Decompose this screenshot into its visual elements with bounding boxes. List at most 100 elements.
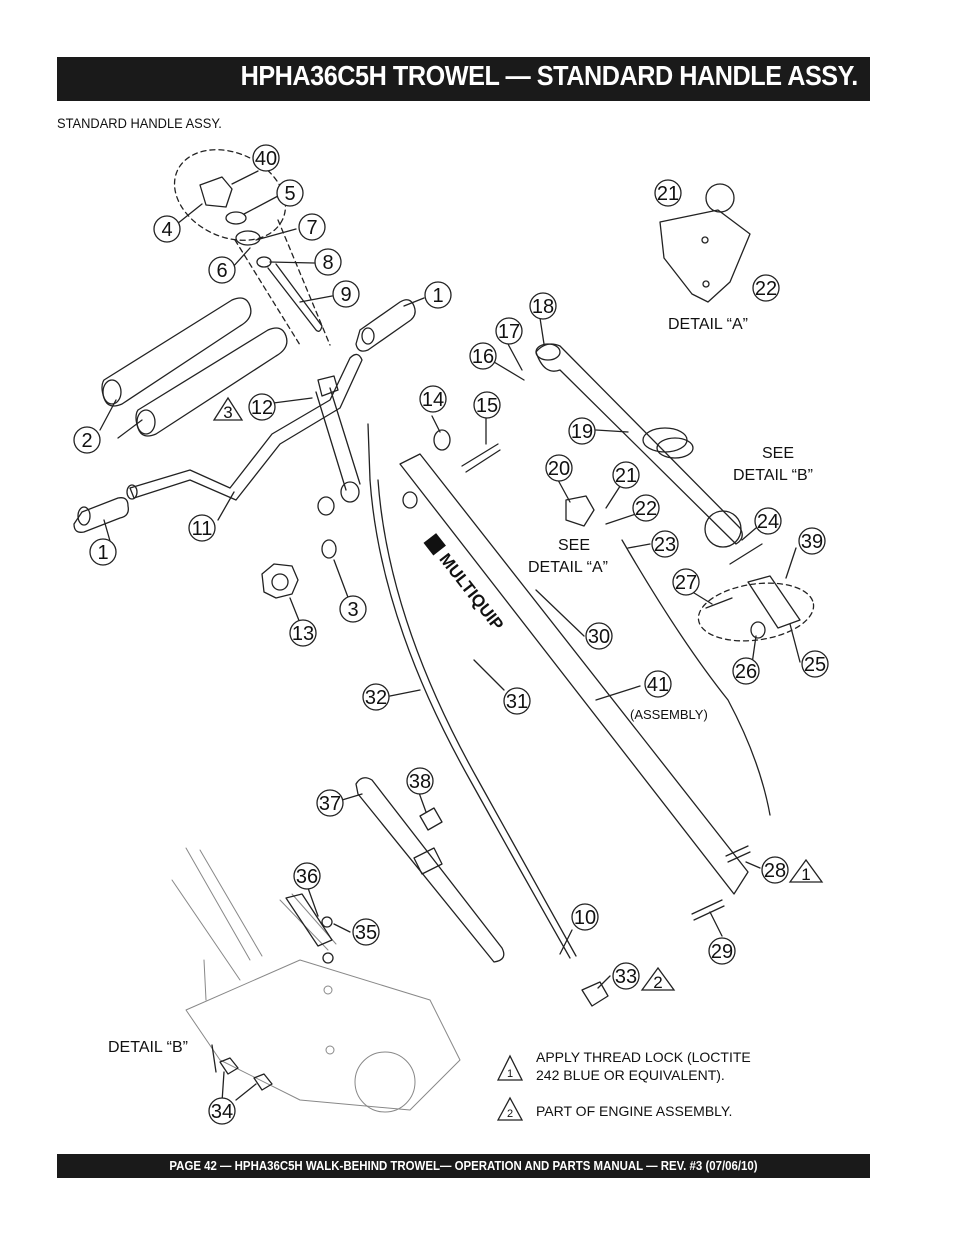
callout-circle [612, 461, 640, 489]
callout-circle [252, 144, 280, 172]
footer-text: PAGE 42 — HPHA36C5H WALK-BEHIND TROWEL— … [169, 1158, 758, 1173]
callout-circle [473, 391, 501, 419]
tube-37 [355, 777, 505, 963]
callout-circle [362, 683, 390, 711]
see-detail-a-line1: SEE [558, 537, 590, 554]
callout-circle [612, 962, 640, 990]
title-bar: HPHA36C5H TROWEL — STANDARD HANDLE ASSY. [57, 57, 870, 101]
warning-triangle-1 [788, 858, 824, 883]
detail-a-shield [659, 209, 751, 303]
see-detail-b-line2: DETAIL “B” [733, 467, 813, 484]
callout-number: 18 [532, 296, 554, 318]
callout-circle [644, 670, 672, 698]
callout-number: 1 [97, 542, 108, 564]
callout-number: 36 [296, 866, 318, 888]
callout-number: 22 [755, 278, 777, 300]
callout-number: 3 [347, 599, 358, 621]
callout-number: 33 [615, 966, 637, 988]
footer-bar: PAGE 42 — HPHA36C5H WALK-BEHIND TROWEL— … [57, 1154, 870, 1178]
section-subtitle: STANDARD HANDLE ASSY. [57, 115, 222, 131]
cable-41 [621, 539, 771, 816]
note-1-line1: APPLY THREAD LOCK (LOCTITE [536, 1049, 751, 1065]
callout-number: 7 [306, 217, 317, 239]
group-outline-clamp [697, 582, 815, 642]
warning-mark-3: 3 [223, 403, 232, 422]
main-tube [399, 453, 749, 895]
callout-circle [545, 454, 573, 482]
note-1-line2: 242 BLUE OR EQUIVALENT). [536, 1067, 725, 1083]
callout-number: 5 [284, 183, 295, 205]
callout-number: 15 [476, 395, 498, 417]
see-detail-a-line2: DETAIL “A” [528, 559, 608, 576]
callout-circle [571, 903, 599, 931]
callout-circle [754, 507, 782, 535]
callout-circle [298, 213, 326, 241]
callout-number: 6 [216, 260, 227, 282]
callout-circle [529, 292, 557, 320]
detail-a-label: DETAIL “A” [668, 316, 748, 333]
callout-number: 21 [615, 465, 637, 487]
callout-number: 34 [211, 1101, 233, 1123]
callout-circle [651, 530, 679, 558]
note-triangle-1 [496, 1054, 524, 1081]
grip-top [355, 299, 416, 352]
knob-part [199, 176, 233, 208]
callout-circle [153, 215, 181, 243]
group-outline-top [173, 149, 287, 241]
callout-number: 32 [365, 687, 387, 709]
grip-bottom [73, 497, 129, 533]
note-2-line1: PART OF ENGINE ASSEMBLY. [536, 1103, 732, 1119]
callout-number: 28 [764, 860, 786, 882]
detail-b-label: DETAIL “B” [108, 1039, 188, 1056]
callout-number: 2 [81, 430, 92, 452]
callout-circle [568, 417, 596, 445]
rod-32 [369, 479, 571, 959]
callout-circle [332, 280, 360, 308]
callout-circle [801, 650, 829, 678]
callout-circle [585, 622, 613, 650]
callout-circle [632, 494, 660, 522]
callout-circle [316, 789, 344, 817]
callout-circle [798, 527, 826, 555]
brand-label: MULTIQUIP [435, 550, 507, 634]
callout-number: 30 [588, 626, 610, 648]
callout-number: 26 [735, 661, 757, 683]
callout-number: 41 [647, 674, 669, 696]
callout-number: 37 [319, 793, 341, 815]
callout-circle [208, 256, 236, 284]
callout-circle [672, 568, 700, 596]
callout-number: 22 [635, 498, 657, 520]
warning-triangle-2 [640, 966, 676, 991]
assembly-label: (ASSEMBLY) [630, 707, 708, 722]
handle-bar [129, 353, 363, 501]
note-triangle-2 [496, 1096, 524, 1121]
callout-circle [73, 426, 101, 454]
callout-number: 29 [711, 941, 733, 963]
callout-number: 12 [251, 397, 273, 419]
note-symbol-2: 2 [507, 1108, 513, 1120]
callout-number: 19 [571, 421, 593, 443]
callout-number: 38 [409, 771, 431, 793]
callout-circle [419, 385, 447, 413]
callout-circle [276, 179, 304, 207]
callout-circle [752, 274, 780, 302]
callout-circle [314, 248, 342, 276]
callout-circle [732, 657, 760, 685]
callout-number: 31 [506, 691, 528, 713]
callout-circle [188, 514, 216, 542]
engine-outline [185, 959, 461, 1111]
callout-number: 16 [472, 346, 494, 368]
callout-number: 17 [498, 321, 520, 343]
warning-triangle-3 [212, 396, 244, 421]
tube-upper [101, 297, 252, 407]
callout-circle [208, 1097, 236, 1125]
callout-circle [352, 918, 380, 946]
callout-circle [289, 619, 317, 647]
callout-circle [761, 856, 789, 884]
page-title: HPHA36C5H TROWEL — STANDARD HANDLE ASSY. [240, 60, 859, 91]
warning-mark-2: 2 [653, 973, 662, 992]
see-detail-b-line1: SEE [762, 445, 794, 462]
callout-number: 13 [292, 623, 314, 645]
callout-number: 20 [548, 458, 570, 480]
